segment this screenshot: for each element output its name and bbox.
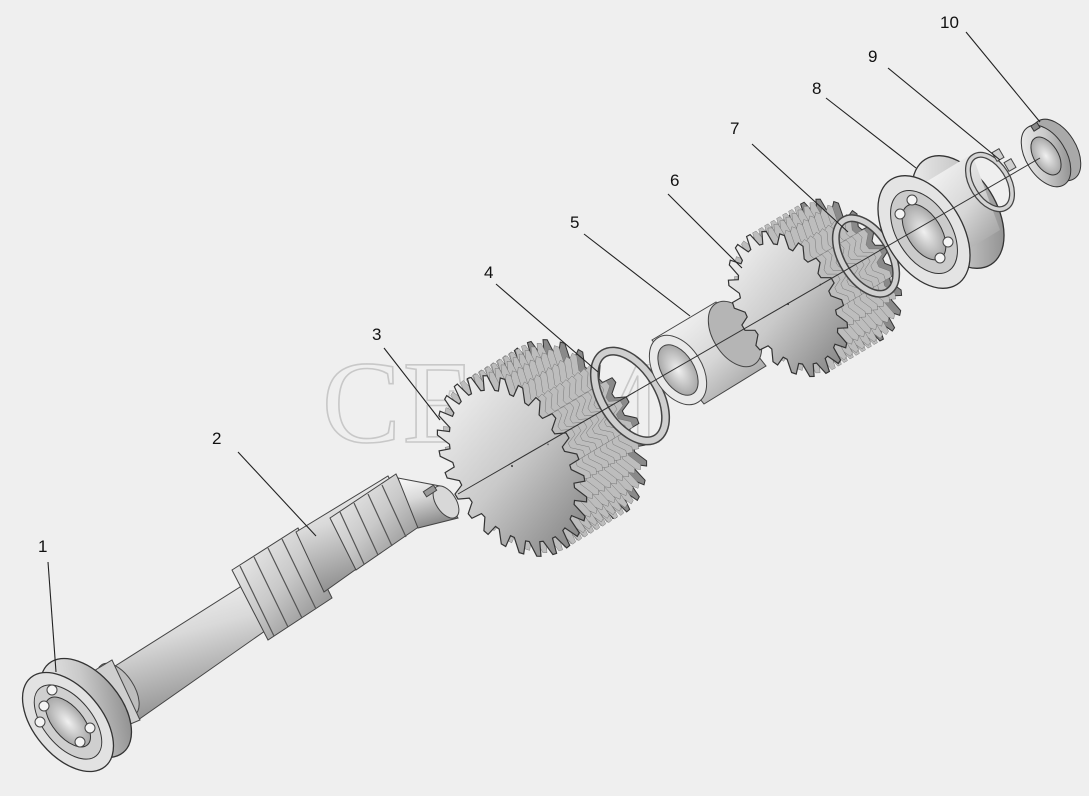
- callout-6: 6: [670, 171, 679, 190]
- assembly-axis-line: [457, 157, 1041, 495]
- part-10-round-nut: [1020, 118, 1082, 188]
- leader-lines: [47, 31, 1041, 673]
- callout-9: 9: [868, 47, 877, 66]
- part-8-ball-bearing: [877, 154, 1005, 289]
- leader-line-10: [965, 31, 1041, 123]
- callout-labels: 1 2 3 4 5 6 7 8 9 10: [38, 13, 959, 556]
- leader-line-9: [887, 67, 1001, 161]
- part-3-large-gear: [436, 339, 648, 557]
- leader-line-6: [667, 193, 743, 269]
- callout-8: 8: [812, 79, 821, 98]
- leader-line-3: [383, 347, 441, 421]
- part-2-splined-shaft: [91, 473, 460, 731]
- leader-line-1: [47, 561, 57, 673]
- callout-1: 1: [38, 537, 47, 556]
- leader-line-2: [237, 451, 317, 537]
- leader-line-5: [583, 233, 691, 317]
- callout-10: 10: [940, 13, 959, 32]
- leader-line-4: [495, 283, 599, 373]
- callout-4: 4: [484, 263, 493, 282]
- leader-line-7: [751, 143, 849, 233]
- part-1-ball-bearing: [21, 657, 133, 773]
- callout-5: 5: [570, 213, 579, 232]
- callout-2: 2: [212, 429, 221, 448]
- callout-7: 7: [730, 119, 739, 138]
- part-9-lock-washer: [964, 147, 1017, 213]
- leader-line-8: [825, 97, 917, 169]
- callout-3: 3: [372, 325, 381, 344]
